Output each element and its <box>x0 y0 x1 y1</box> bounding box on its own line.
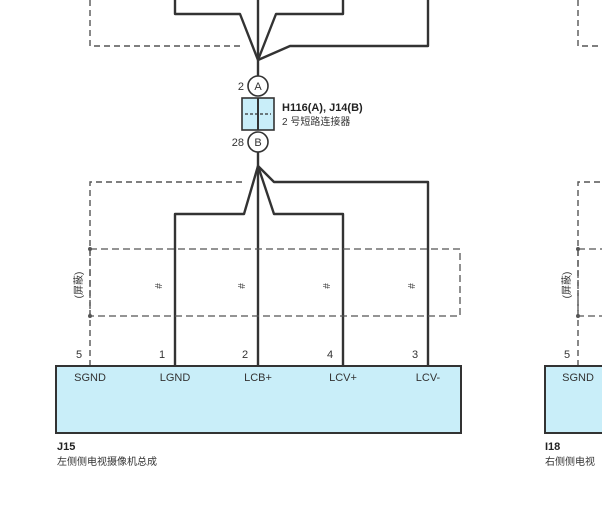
wire-lcv-plus <box>256 165 345 366</box>
top-wire-3 <box>256 0 345 61</box>
pin-number-lgnd: 1 <box>159 349 165 361</box>
right-component-box <box>544 365 602 434</box>
pin-number-lcv-minus: 3 <box>412 349 418 361</box>
top-shield-dashed-line <box>89 0 240 47</box>
left-component-name: 左侧侧电视摄像机总成 <box>57 455 157 468</box>
wire-mark-2: # <box>237 283 248 289</box>
connector-a-label: A <box>254 81 262 93</box>
right-signal-sgnd: SGND <box>562 372 594 384</box>
pin-number-lcb-plus: 2 <box>242 349 248 361</box>
signal-sgnd: SGND <box>74 372 106 384</box>
right-shield-box <box>577 248 602 317</box>
signal-lgnd: LGND <box>160 372 191 384</box>
shield-label-right: (屏蔽) <box>561 272 573 299</box>
top-wire-4 <box>257 0 430 62</box>
connector-b-pin: 28 <box>232 137 244 149</box>
wire-lcv-minus <box>257 165 430 366</box>
connector-b-label: B <box>254 137 261 149</box>
wire-lgnd <box>173 165 260 366</box>
connector-desc: 2 号短路连接器 <box>282 115 350 128</box>
signal-lcv-minus: LCV- <box>416 372 441 384</box>
connector-ids: H116(A), J14(B) <box>282 102 363 114</box>
connector-a-pin: 2 <box>238 81 244 93</box>
right-component-name: 右侧侧电视 <box>545 455 595 468</box>
middle-shield-dashed-line <box>89 181 244 366</box>
pin-number-lcv-plus: 4 <box>327 349 333 361</box>
left-component-id: J15 <box>57 441 75 453</box>
shield-label-left: (屏蔽) <box>73 272 85 299</box>
right-middle-shield-dashed-line <box>577 181 602 366</box>
wire-mark-4: # <box>407 283 418 289</box>
connector-a-circle <box>247 75 269 97</box>
pin-number-sgnd: 5 <box>76 349 82 361</box>
shield-dot-top <box>88 247 92 251</box>
right-shield-dot-top <box>576 247 580 251</box>
signal-lcb-plus: LCB+ <box>244 372 272 384</box>
top-wire-1 <box>173 0 260 61</box>
shield-dot-bottom <box>88 314 92 318</box>
signal-lcv-plus: LCV+ <box>329 372 357 384</box>
right-component-id: I18 <box>545 441 560 453</box>
shield-box <box>89 248 461 317</box>
left-component-box <box>55 365 462 434</box>
wire-mark-3: # <box>322 283 333 289</box>
right-shield-dot-bottom <box>576 314 580 318</box>
right-pin-number-sgnd: 5 <box>564 349 570 361</box>
right-top-shield-dashed-line <box>577 0 602 47</box>
wire-mark-1: # <box>154 283 165 289</box>
